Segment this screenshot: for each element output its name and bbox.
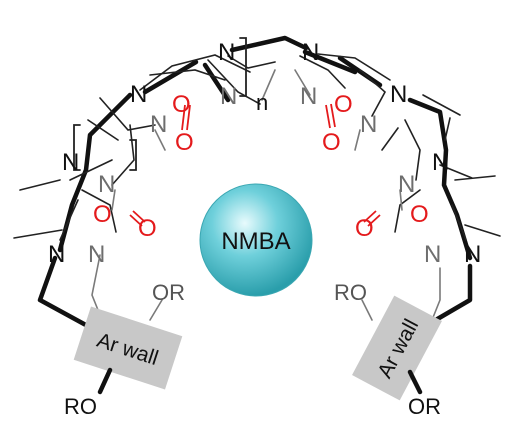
ar-wall-right: Ar wall bbox=[352, 295, 442, 401]
atom-n: N bbox=[130, 81, 147, 108]
atom-o: O bbox=[355, 215, 374, 242]
substituent-ro-lower-left: RO bbox=[64, 394, 97, 419]
atom-n: N bbox=[88, 241, 105, 268]
repeat-brackets bbox=[73, 37, 247, 171]
repeat-subscript: n bbox=[256, 90, 268, 115]
atom-n: N bbox=[62, 149, 79, 176]
atom-n: N bbox=[48, 241, 65, 268]
atom-o: O bbox=[334, 91, 353, 118]
atom-o: O bbox=[322, 129, 341, 156]
atom-n: N bbox=[218, 39, 235, 66]
guest-label: NMBA bbox=[221, 228, 290, 255]
atom-n: N bbox=[220, 83, 237, 110]
nitrogen-atoms: N N N N N N N N N N N N N N N N bbox=[48, 39, 481, 268]
ar-wall-right-box bbox=[352, 295, 442, 401]
atom-n: N bbox=[424, 241, 441, 268]
substituent-or-upper-left: OR bbox=[152, 280, 185, 305]
atom-n: N bbox=[432, 149, 449, 176]
atom-n: N bbox=[464, 241, 481, 268]
atom-o: O bbox=[93, 201, 112, 228]
ar-wall-left: Ar wall bbox=[73, 306, 183, 390]
carbonyl-bonds bbox=[129, 103, 381, 227]
atom-o: O bbox=[410, 201, 429, 228]
atom-o: O bbox=[172, 91, 191, 118]
ar-wall-left-box bbox=[73, 306, 183, 390]
substituent-or-lower-right: OR bbox=[408, 394, 441, 419]
nmba-sphere bbox=[199, 183, 313, 297]
oxygen-atoms: O O O O O O O O bbox=[93, 91, 429, 242]
atom-n: N bbox=[302, 39, 319, 66]
atom-n: N bbox=[398, 171, 415, 198]
framework-bonds bbox=[13, 53, 501, 241]
atom-o: O bbox=[175, 129, 194, 156]
guest-sphere: NMBA bbox=[199, 183, 313, 297]
atom-n: N bbox=[360, 111, 377, 138]
atom-n: N bbox=[150, 111, 167, 138]
atom-o: O bbox=[138, 215, 157, 242]
atom-n: N bbox=[390, 81, 407, 108]
substituent-bonds bbox=[97, 299, 423, 395]
atom-n: N bbox=[98, 171, 115, 198]
substituent-ro-upper-right: RO bbox=[334, 280, 367, 305]
atom-n: N bbox=[300, 83, 317, 110]
